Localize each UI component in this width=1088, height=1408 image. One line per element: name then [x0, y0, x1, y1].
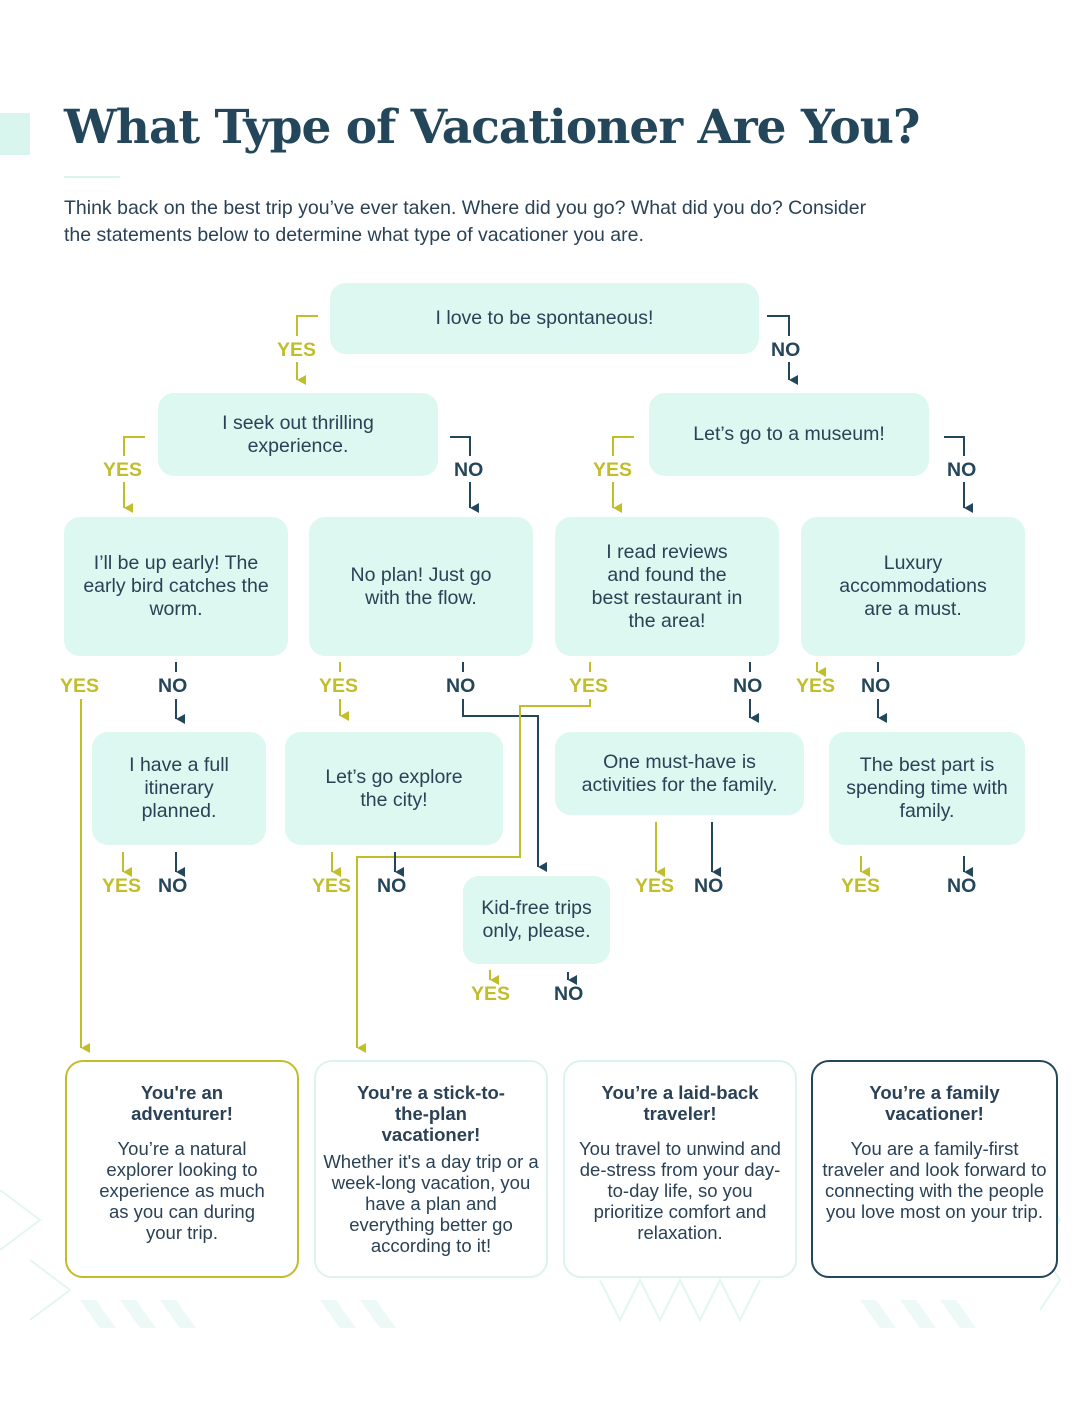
result-title: You’re a laid-back traveler! — [601, 1082, 759, 1124]
question-kid-free: Kid-free trips only, please. — [463, 876, 610, 964]
result-adventurer: You're an adventurer! You’re a natural e… — [65, 1060, 299, 1278]
yes-label: YES — [319, 675, 359, 697]
no-label: NO — [377, 875, 407, 897]
result-stick-to-plan: You're a stick-to-the-plan vacationer! W… — [314, 1060, 548, 1278]
result-description: You travel to unwind and de-stress from … — [579, 1138, 781, 1243]
yes-label: YES — [569, 675, 609, 697]
question-no-plan: No plan! Just go with the flow. — [309, 517, 533, 656]
yes-label: YES — [471, 983, 511, 1005]
title-divider — [64, 176, 120, 178]
yes-label: YES — [841, 875, 881, 897]
result-description: Whether it's a day trip or a week-long v… — [323, 1151, 539, 1256]
question-itinerary: I have a full itinerary planned. — [92, 732, 266, 845]
result-family: You’re a family vacationer! You are a fa… — [811, 1060, 1058, 1278]
question-family-activities: One must-have is activities for the fami… — [555, 732, 804, 815]
yes-label: YES — [796, 675, 836, 697]
yes-label: YES — [635, 875, 675, 897]
question-thrilling: I seek out thrilling experience. — [158, 393, 438, 476]
result-title: You're an adventurer! — [131, 1082, 233, 1124]
no-label: NO — [861, 675, 891, 697]
result-laid-back: You’re a laid-back traveler! You travel … — [563, 1060, 797, 1278]
no-label: NO — [733, 675, 763, 697]
no-label: NO — [771, 339, 801, 361]
question-explore-city: Let’s go explore the city! — [285, 732, 503, 845]
yes-label: YES — [102, 875, 142, 897]
question-spontaneous: I love to be spontaneous! — [330, 283, 759, 354]
yes-label: YES — [312, 875, 352, 897]
intro-text: Think back on the best trip you’ve ever … — [64, 197, 867, 246]
question-reviews: I read reviews and found the best restau… — [555, 517, 779, 656]
no-label: NO — [158, 675, 188, 697]
no-label: NO — [947, 875, 977, 897]
question-early-bird: I’ll be up early! The early bird catches… — [64, 517, 288, 656]
no-label: NO — [454, 459, 484, 481]
no-label: NO — [694, 875, 724, 897]
yes-label: YES — [103, 459, 143, 481]
no-label: NO — [554, 983, 584, 1005]
accent-bar — [0, 113, 30, 155]
question-best-part: The best part is spending time with fami… — [829, 732, 1025, 845]
yes-label: YES — [60, 675, 100, 697]
result-description: You are a family-first traveler and look… — [822, 1138, 1047, 1222]
result-title: You’re a family vacationer! — [869, 1082, 1000, 1124]
no-label: NO — [158, 875, 188, 897]
no-label: NO — [947, 459, 977, 481]
yes-label: YES — [593, 459, 633, 481]
question-luxury: Luxury accommodations are a must. — [801, 517, 1025, 656]
question-museum: Let’s go to a museum! — [649, 393, 929, 476]
result-title: You're a stick-to-the-plan vacationer! — [357, 1082, 505, 1145]
page-title: What Type of Vacationer Are You? — [64, 100, 920, 155]
no-label: NO — [446, 675, 476, 697]
yes-label: YES — [277, 339, 317, 361]
result-description: You’re a natural explorer looking to exp… — [99, 1138, 265, 1243]
